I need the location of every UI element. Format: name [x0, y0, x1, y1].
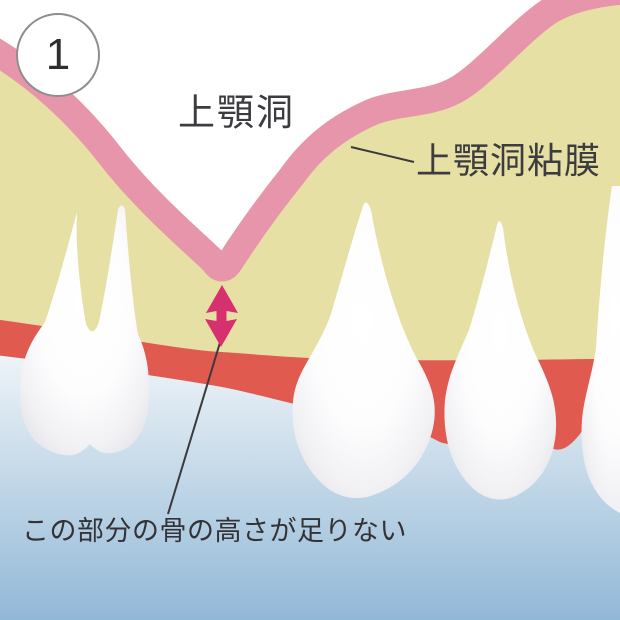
tooth-premolar-2: [444, 221, 557, 500]
height-gap-arrow-icon: [205, 285, 238, 347]
sinus-membrane: [0, 0, 620, 282]
bone-height-caption: この部分の骨の高さが足りない: [22, 516, 407, 546]
tooth-premolar-1: [292, 202, 435, 499]
tooth-right-edge: [581, 186, 620, 513]
tooth-left-molar: [20, 205, 150, 456]
step-number-badge: 1: [16, 13, 100, 97]
membrane-label: 上顎洞粘膜: [416, 140, 602, 181]
caption-pointer-line: [167, 335, 223, 515]
membrane-pointer-line: [350, 146, 415, 163]
sinus-label: 上顎洞: [178, 92, 295, 133]
step-number: 1: [45, 30, 71, 79]
